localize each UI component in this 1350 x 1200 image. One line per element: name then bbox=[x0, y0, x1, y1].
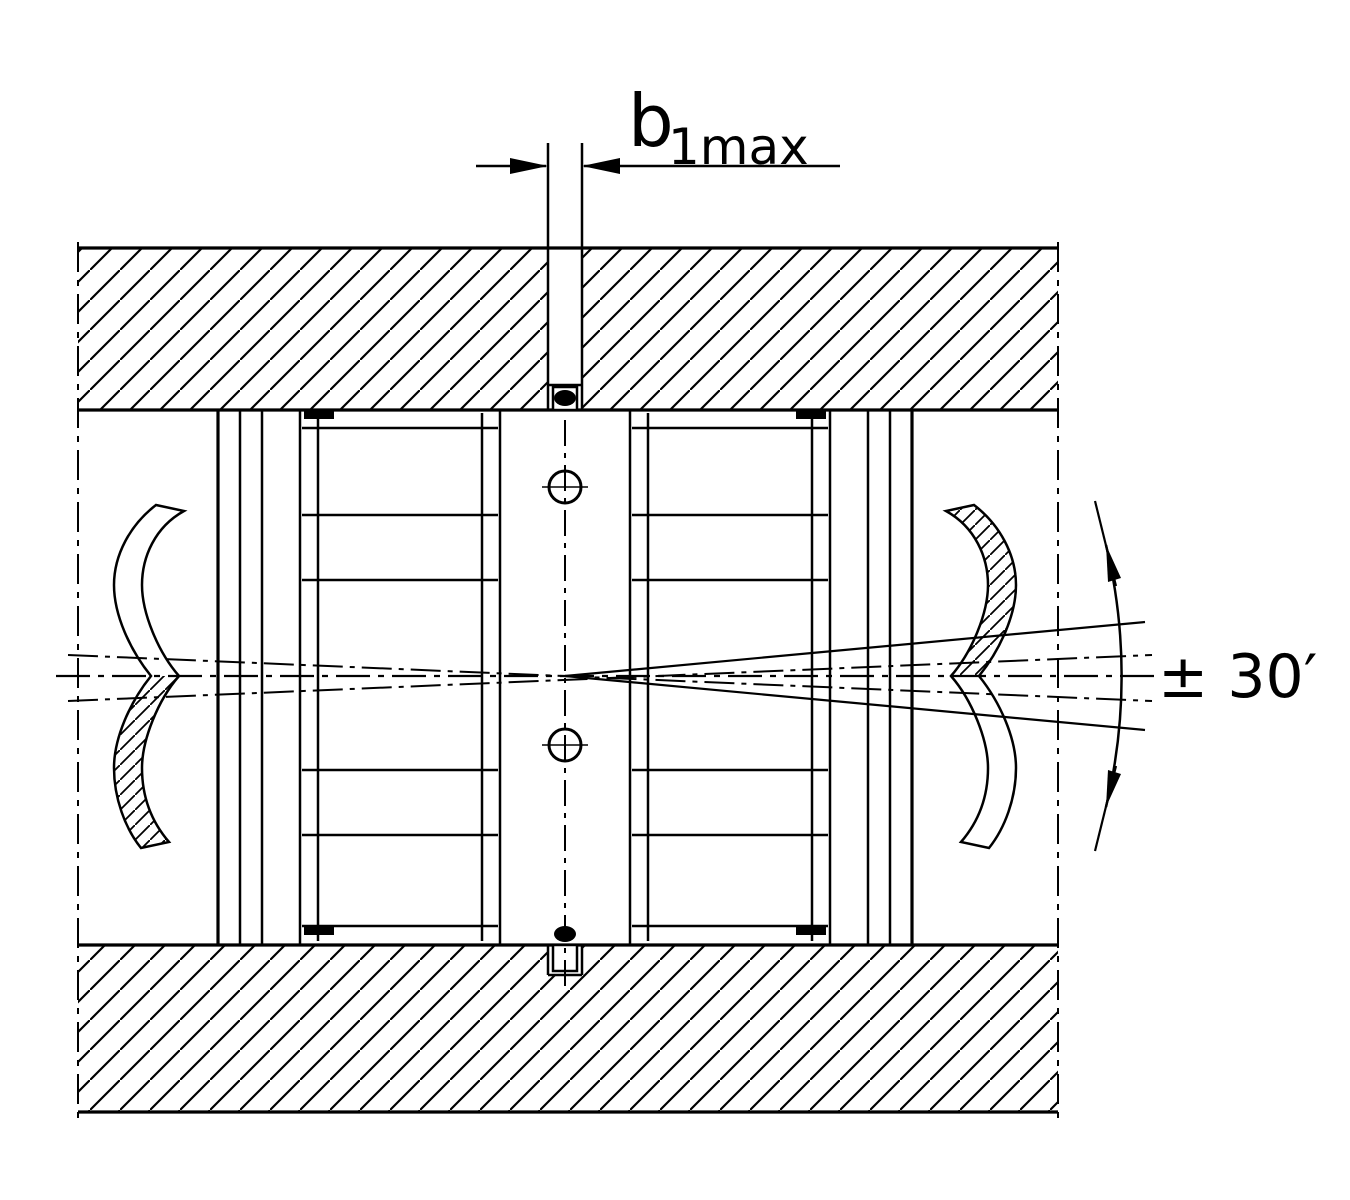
retaining-ring-left bbox=[112, 503, 188, 850]
angle-leg-upper bbox=[564, 620, 1146, 678]
anti-rotation-tab-top bbox=[546, 143, 584, 412]
width-dimension-label-main: b bbox=[628, 79, 674, 163]
arc-end-tick-top bbox=[1093, 500, 1118, 587]
retaining-ring-right bbox=[942, 503, 1018, 850]
roller-set-left bbox=[302, 411, 498, 941]
seal-strip-mark bbox=[304, 411, 334, 419]
seal-strip-mark bbox=[796, 927, 826, 935]
bearing-outer-sleeve bbox=[216, 410, 914, 945]
dimension-arrow-left-icon bbox=[582, 158, 620, 174]
misalignment-angle-label: ± 30′ bbox=[1158, 642, 1317, 712]
dimension-arrow-right-icon bbox=[510, 158, 548, 174]
arc-end-tick-bottom bbox=[1093, 765, 1118, 852]
housing-top-section bbox=[78, 246, 1058, 412]
arc-arrow-bottom-icon bbox=[1106, 770, 1121, 807]
seal-strip-mark bbox=[304, 927, 334, 935]
tilted-axis-line bbox=[67, 654, 1153, 702]
angle-leg-lower bbox=[564, 674, 1146, 732]
centerlines bbox=[56, 242, 1162, 1118]
misalignment-angle-annotation: ± 30′ bbox=[564, 500, 1317, 852]
seal-strip-mark bbox=[796, 411, 826, 419]
arc-arrow-top-icon bbox=[1106, 545, 1121, 582]
pin-section bbox=[554, 390, 576, 406]
ring-section-hatch bbox=[114, 676, 179, 848]
width-dimension-label-subscript: 1max bbox=[668, 118, 809, 176]
width-dimension: b 1max bbox=[476, 79, 840, 176]
ring-section-hatch bbox=[946, 505, 1016, 676]
